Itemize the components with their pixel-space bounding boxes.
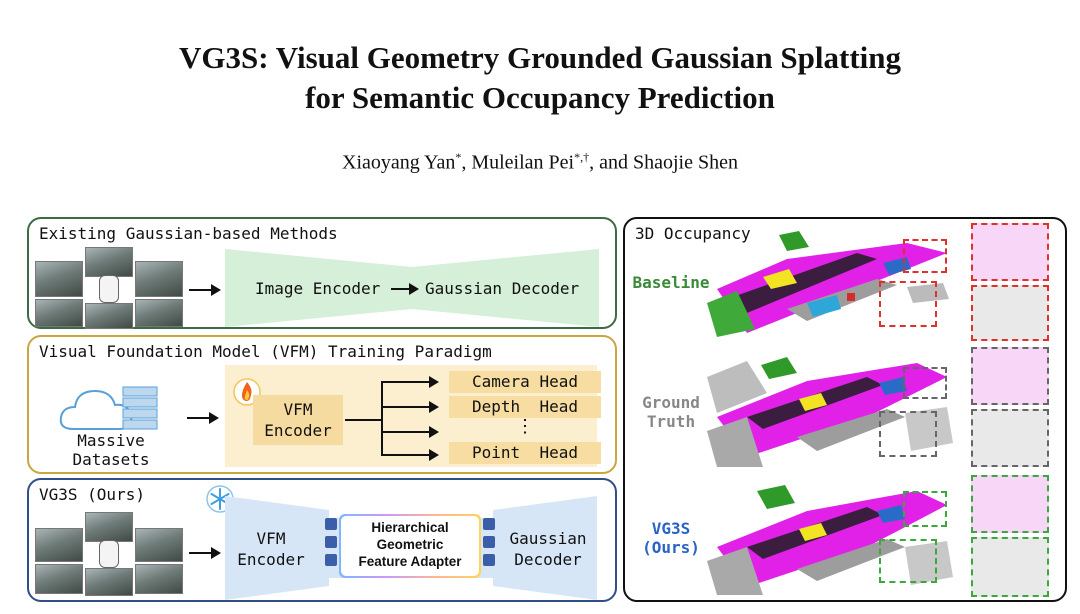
vg3s-zoom-crops <box>971 475 1049 597</box>
vg3s-panel: VG3S (Ours) VFM Encoder Hierarchical G <box>27 478 617 602</box>
zoom-crop <box>971 285 1049 341</box>
vfm-encoder-box <box>253 395 343 445</box>
gaussian-decoder-label: Gaussian Decoder <box>509 529 587 569</box>
camera-image <box>35 564 83 594</box>
vg3s-title: VG3S (Ours) <box>39 485 145 504</box>
ground-truth-label: Ground Truth <box>642 393 700 431</box>
author-list: Xiaoyang Yan*, Muleilan Pei*,†, and Shao… <box>342 150 738 174</box>
arrow-icon <box>381 426 439 438</box>
arrow-icon <box>391 283 419 295</box>
zoom-crop <box>971 347 1049 405</box>
car-icon <box>99 275 119 303</box>
arrow-icon <box>381 449 439 461</box>
highlight-box <box>903 491 947 527</box>
arrow-icon <box>381 401 439 413</box>
arrow-icon <box>189 284 221 296</box>
zoom-crop <box>971 223 1049 281</box>
highlight-box <box>903 239 947 273</box>
vfm-paradigm-panel: Visual Foundation Model (VFM) Training P… <box>27 335 617 474</box>
existing-methods-title: Existing Gaussian-based Methods <box>39 224 338 243</box>
vfm-encoder-label: VFM Encoder <box>264 400 332 440</box>
highlight-box <box>879 539 937 583</box>
camera-image <box>85 512 133 542</box>
camera-image <box>85 568 133 596</box>
baseline-occupancy-render <box>707 231 949 337</box>
ellipsis-label: ⋮ <box>516 416 534 437</box>
arrow-icon <box>189 547 221 559</box>
baseline-zoom-crops <box>971 223 1049 341</box>
highlight-box <box>903 367 947 399</box>
occupancy-title: 3D Occupancy <box>635 224 751 243</box>
adapter-connector-right <box>483 518 495 578</box>
vfm-encoder-label: VFM Encoder <box>237 529 305 569</box>
gaussian-decoder-label: Gaussian Decoder <box>425 279 580 298</box>
car-icon <box>99 540 119 568</box>
camera-image <box>135 564 183 594</box>
adapter-box: Hierarchical Geometric Feature Adapter <box>339 514 481 578</box>
point-head-box: Point Head <box>449 442 601 464</box>
occupancy-panel: 3D Occupancy Baseline Ground Truth <box>623 217 1067 602</box>
camera-image <box>85 247 133 277</box>
camera-image <box>35 299 83 327</box>
branch-line <box>381 381 383 455</box>
zoom-crop <box>971 537 1049 597</box>
zoom-crop <box>971 409 1049 467</box>
adapter-connector-left <box>325 518 337 578</box>
vg3s-ours-label: VG3S (Ours) <box>642 519 700 557</box>
ground-truth-occupancy-render <box>707 357 953 467</box>
camera-image <box>135 299 183 327</box>
adapter-label: Hierarchical Geometric Feature Adapter <box>341 516 479 576</box>
highlight-box <box>879 281 937 327</box>
camera-image <box>135 261 183 297</box>
paper-title-line1: VG3S: Visual Geometry Grounded Gaussian … <box>178 40 902 75</box>
cloud-database-icon <box>59 386 158 430</box>
arrow-icon <box>381 376 439 388</box>
depth-head-box: Depth Head <box>449 396 601 418</box>
camera-image <box>85 303 133 329</box>
massive-datasets-label: Massive Datasets <box>72 431 150 469</box>
baseline-label: Baseline <box>632 273 710 292</box>
highlight-box <box>879 411 937 457</box>
vg3s-occupancy-render <box>707 485 953 595</box>
vfm-paradigm-title: Visual Foundation Model (VFM) Training P… <box>39 342 492 361</box>
camera-image <box>35 261 83 297</box>
paper-title-line2: for Semantic Occupancy Prediction <box>305 80 775 115</box>
arrow-icon <box>187 412 219 424</box>
camera-image <box>35 528 83 562</box>
camera-head-box: Camera Head <box>449 371 601 393</box>
ground-truth-zoom-crops <box>971 347 1049 467</box>
zoom-crop <box>971 475 1049 533</box>
existing-methods-panel: Existing Gaussian-based Methods Image En… <box>27 217 617 329</box>
camera-image <box>135 528 183 562</box>
branch-line <box>345 419 381 421</box>
image-encoder-label: Image Encoder <box>255 279 381 298</box>
